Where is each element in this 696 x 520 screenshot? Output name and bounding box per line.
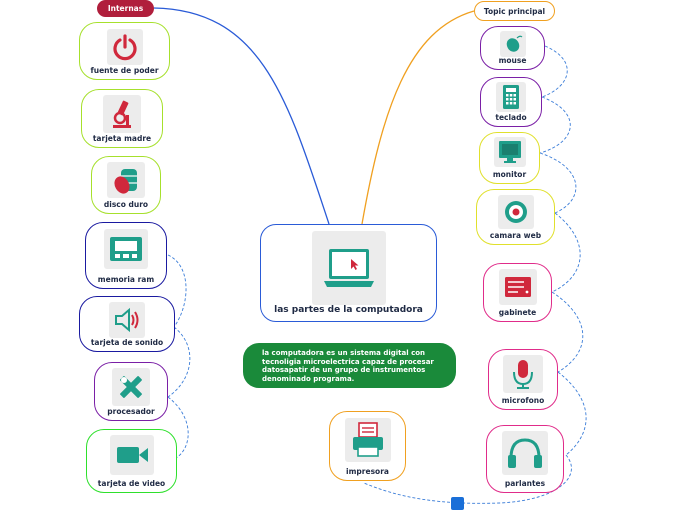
connector-handle[interactable] [451,497,464,510]
connector-internas [153,7,330,225]
label-mouse: mouse [498,56,527,65]
label-teclado: teclado [495,113,527,122]
label-memoria-ram: memoria ram [97,275,155,284]
monitor-icon [493,137,526,167]
connector-topic-principal [361,10,475,225]
label-microfono: microfono [501,396,545,405]
node-tarjeta-de-sonido[interactable]: tarjeta de sonido [79,296,175,352]
printer-icon [344,418,391,462]
internas-pill[interactable]: Internas [97,0,154,17]
node-tarjeta-madre[interactable]: tarjeta madre [81,89,163,148]
central-node[interactable]: las partes de la computadora [260,224,437,322]
dashed-relations [167,45,587,504]
headphones-icon [502,431,548,475]
label-gabinete: gabinete [498,308,537,317]
video-camera-icon [109,435,154,475]
internas-label: Internas [107,4,144,13]
mouse-icon [499,31,526,57]
node-tarjeta-de-video[interactable]: tarjeta de video [86,429,177,493]
node-fuente-de-poder[interactable]: fuente de poder [79,22,170,80]
node-procesador[interactable]: procesador [94,362,168,421]
node-gabinete[interactable]: gabinete [483,263,552,322]
microscope-icon [103,95,141,133]
description-line-2: tecnoligia microelectrica capaz de proce… [262,357,434,366]
node-microfono[interactable]: microfono [488,349,558,410]
description-line-3: datosapatir de un grupo de instrumentos [262,366,426,375]
label-fuente-de-poder: fuente de poder [90,66,159,75]
microphone-icon [503,355,543,393]
node-monitor[interactable]: monitor [479,132,540,184]
calculator-icon [496,82,526,112]
node-parlantes[interactable]: parlantes [486,425,564,493]
description-box[interactable]: la computadora es un sistema digital con… [243,343,456,388]
node-impresora[interactable]: impresora [329,411,406,481]
node-teclado[interactable]: teclado [480,77,542,127]
label-tarjeta-de-video: tarjeta de video [97,479,166,488]
node-mouse[interactable]: mouse [480,26,545,70]
label-parlantes: parlantes [504,479,546,488]
description-line-4: denominado programa. [262,374,355,383]
power-icon [106,29,143,65]
label-disco-duro: disco duro [103,200,149,209]
database-icon [107,162,145,198]
laptop-icon [311,231,386,305]
description-line-1: la computadora es un sistema digital con [262,349,426,357]
node-camara-web[interactable]: camara web [476,189,555,245]
central-title: las partes de la computadora [274,305,423,315]
node-disco-duro[interactable]: disco duro [91,156,161,214]
label-camara-web: camara web [489,231,542,240]
node-memoria-ram[interactable]: memoria ram [85,222,167,289]
label-tarjeta-de-sonido: tarjeta de sonido [90,338,164,347]
label-tarjeta-madre: tarjeta madre [92,134,152,143]
speaker-icon [109,302,145,338]
memory-icon [104,229,148,269]
webcam-icon [497,195,534,229]
label-impresora: impresora [346,467,389,476]
topic-principal-label: Topic principal [483,6,546,16]
label-procesador: procesador [107,407,155,416]
label-monitor: monitor [492,170,527,179]
cabinet-icon [498,269,537,305]
tools-icon [112,368,150,406]
topic-principal-pill[interactable]: Topic principal [474,1,555,21]
